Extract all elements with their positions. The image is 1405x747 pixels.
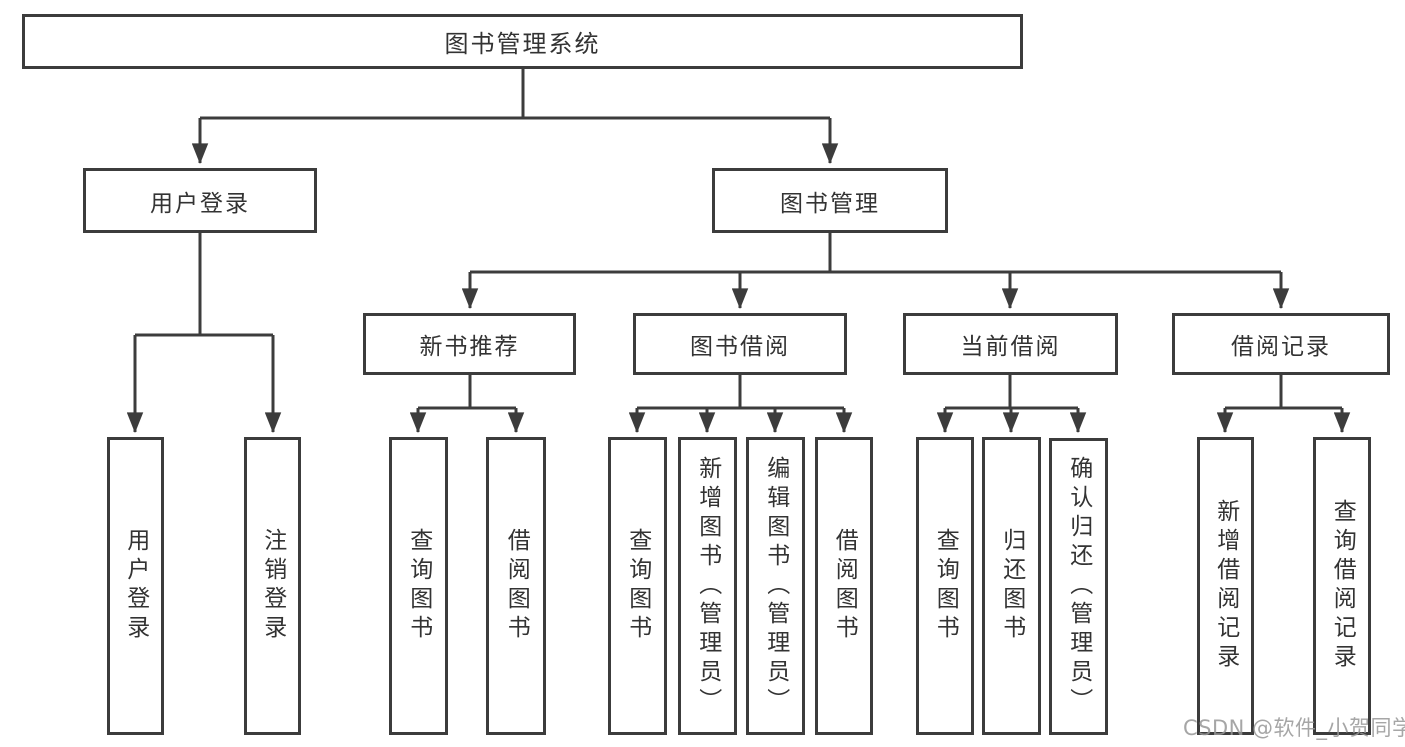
node-leaf-rec-borrow: 借阅图书: [486, 437, 546, 735]
node-leaf-current-query: 查询图书: [916, 437, 974, 735]
node-leaf-user-login: 用户登录: [107, 437, 164, 735]
node-leaf-borrow-edit: 编辑图书（管理员）: [746, 437, 805, 735]
node-root-label: 图书管理系统: [444, 30, 601, 58]
node-leaf-records-query-label: 查询借阅记录: [1329, 499, 1356, 673]
node-leaf-borrow-add: 新增图书（管理员）: [678, 437, 737, 735]
node-leaf-logout-label: 注销登录: [259, 528, 286, 644]
node-new-book-rec-label: 新书推荐: [419, 334, 520, 360]
node-leaf-borrow-add-label: 新增图书（管理员）: [694, 455, 721, 717]
node-leaf-rec-query: 查询图书: [389, 437, 448, 735]
node-leaf-borrow-query: 查询图书: [608, 437, 667, 735]
node-leaf-borrow-query-label: 查询图书: [624, 528, 651, 644]
node-root: 图书管理系统: [22, 14, 1023, 69]
node-leaf-records-add: 新增借阅记录: [1197, 437, 1254, 735]
node-user-login-group-label: 用户登录: [150, 190, 250, 217]
node-book-borrow: 图书借阅: [633, 313, 847, 375]
node-book-mgmt-group: 图书管理: [712, 168, 948, 233]
node-leaf-current-return-label: 归还图书: [998, 528, 1025, 644]
node-user-login-group: 用户登录: [83, 168, 317, 233]
node-leaf-current-confirm: 确认归还（管理员）: [1049, 438, 1108, 735]
node-leaf-borrow-edit-label: 编辑图书（管理员）: [762, 455, 789, 717]
node-new-book-rec: 新书推荐: [363, 313, 576, 375]
node-book-borrow-label: 图书借阅: [690, 334, 790, 360]
node-leaf-records-add-label: 新增借阅记录: [1212, 499, 1239, 673]
node-leaf-current-confirm-label: 确认归还（管理员）: [1065, 456, 1092, 717]
watermark-text: CSDN @软件_小贺同学: [1183, 716, 1405, 740]
node-leaf-borrow-borrow-label: 借阅图书: [831, 528, 858, 644]
node-leaf-current-return: 归还图书: [982, 437, 1041, 735]
node-leaf-rec-query-label: 查询图书: [405, 528, 432, 644]
node-leaf-logout: 注销登录: [244, 437, 301, 735]
node-borrow-records-label: 借阅记录: [1231, 334, 1331, 360]
node-leaf-records-query: 查询借阅记录: [1313, 437, 1371, 735]
node-current-borrow: 当前借阅: [903, 313, 1118, 375]
node-leaf-user-login-label: 用户登录: [122, 528, 149, 644]
node-leaf-current-query-label: 查询图书: [932, 528, 959, 644]
node-current-borrow-label: 当前借阅: [960, 334, 1061, 360]
node-leaf-borrow-borrow: 借阅图书: [815, 437, 873, 735]
node-borrow-records: 借阅记录: [1172, 313, 1390, 375]
node-book-mgmt-group-label: 图书管理: [780, 190, 880, 217]
node-leaf-rec-borrow-label: 借阅图书: [503, 528, 530, 644]
